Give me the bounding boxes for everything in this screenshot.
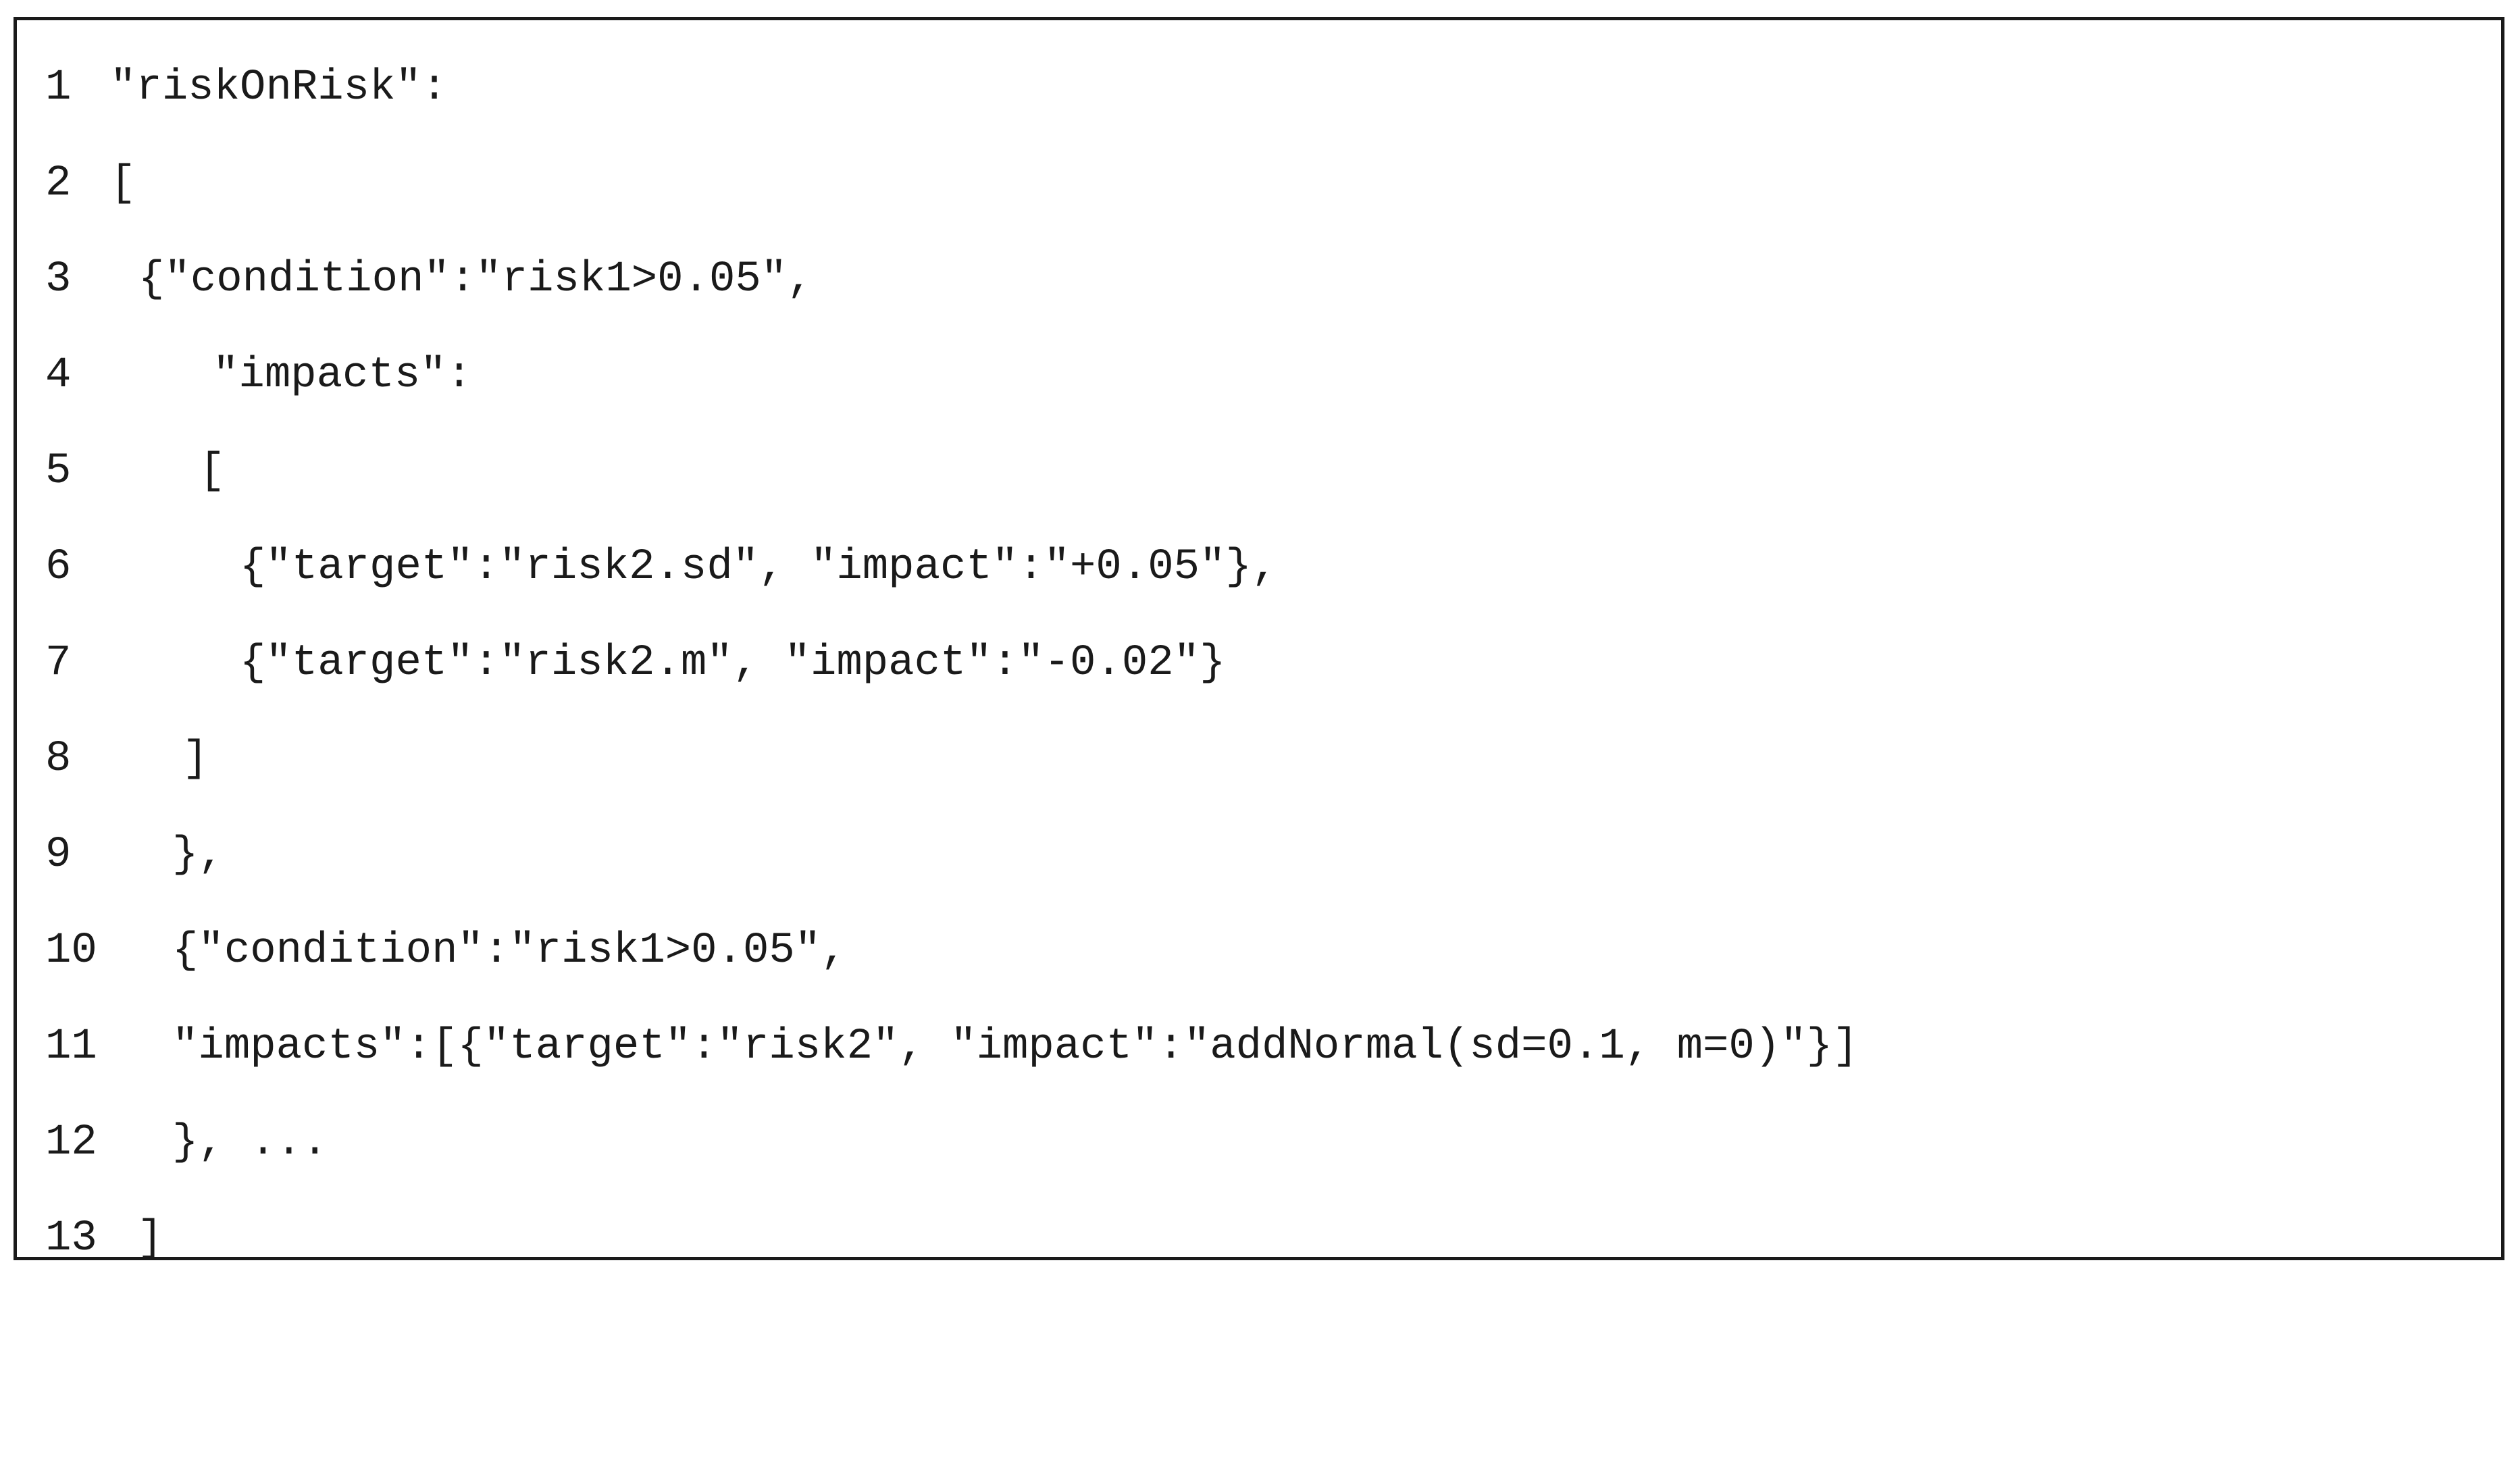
line-number: 6: [45, 543, 72, 592]
code-line: 7 {"target":"risk2.m", "impact":"-0.02"}: [17, 629, 1225, 697]
line-text: }, ...: [172, 1118, 328, 1167]
line-text: {"condition":"risk1>0.05",: [172, 927, 847, 975]
line-text: "impacts":[{"target":"risk2", "impact":"…: [172, 1023, 1859, 1071]
line-text: ]: [182, 735, 209, 783]
line-number: 13: [45, 1214, 97, 1263]
line-number: 1: [45, 63, 72, 112]
line-number: 2: [45, 159, 72, 208]
line-text: {"target":"risk2.sd", "impact":"+0.05"},: [240, 543, 1278, 592]
code-line: 5 [: [17, 438, 225, 505]
code-line: 6 {"target":"risk2.sd", "impact":"+0.05"…: [17, 534, 1277, 601]
line-number: 10: [45, 927, 97, 975]
code-listing: 1 "riskOnRisk": 2 [ 3 {"condition":"risk…: [14, 17, 2504, 1263]
code-line: 11 "impacts":[{"target":"risk2", "impact…: [17, 1013, 1858, 1081]
line-text: "riskOnRisk":: [110, 63, 448, 112]
line-text: {"condition":"risk1>0.05",: [138, 255, 813, 304]
line-text: [: [110, 159, 136, 208]
code-line: 2 [: [17, 150, 136, 217]
code-line: 1 "riskOnRisk":: [17, 54, 447, 122]
code-line: 8 ]: [17, 725, 208, 793]
code-line: 12 }, ...: [17, 1109, 328, 1176]
line-text: "impacts":: [213, 351, 473, 400]
line-number: 8: [45, 735, 72, 783]
line-number: 3: [45, 255, 72, 304]
code-line: 3 {"condition":"risk1>0.05",: [17, 246, 813, 313]
code-line: 13 ]: [17, 1205, 163, 1272]
line-text: [: [199, 447, 226, 496]
line-text: ]: [137, 1214, 163, 1263]
code-line: 10 {"condition":"risk1>0.05",: [17, 917, 847, 985]
code-line: 4 "impacts":: [17, 342, 472, 409]
line-number: 9: [45, 831, 72, 879]
line-number: 12: [45, 1118, 97, 1167]
line-text: {"target":"risk2.m", "impact":"-0.02"}: [240, 639, 1226, 688]
line-number: 11: [45, 1023, 97, 1071]
code-line: 9 },: [17, 821, 224, 889]
line-number: 5: [45, 447, 72, 496]
line-text: },: [172, 831, 224, 879]
line-number: 7: [45, 639, 72, 688]
line-number: 4: [45, 351, 72, 400]
